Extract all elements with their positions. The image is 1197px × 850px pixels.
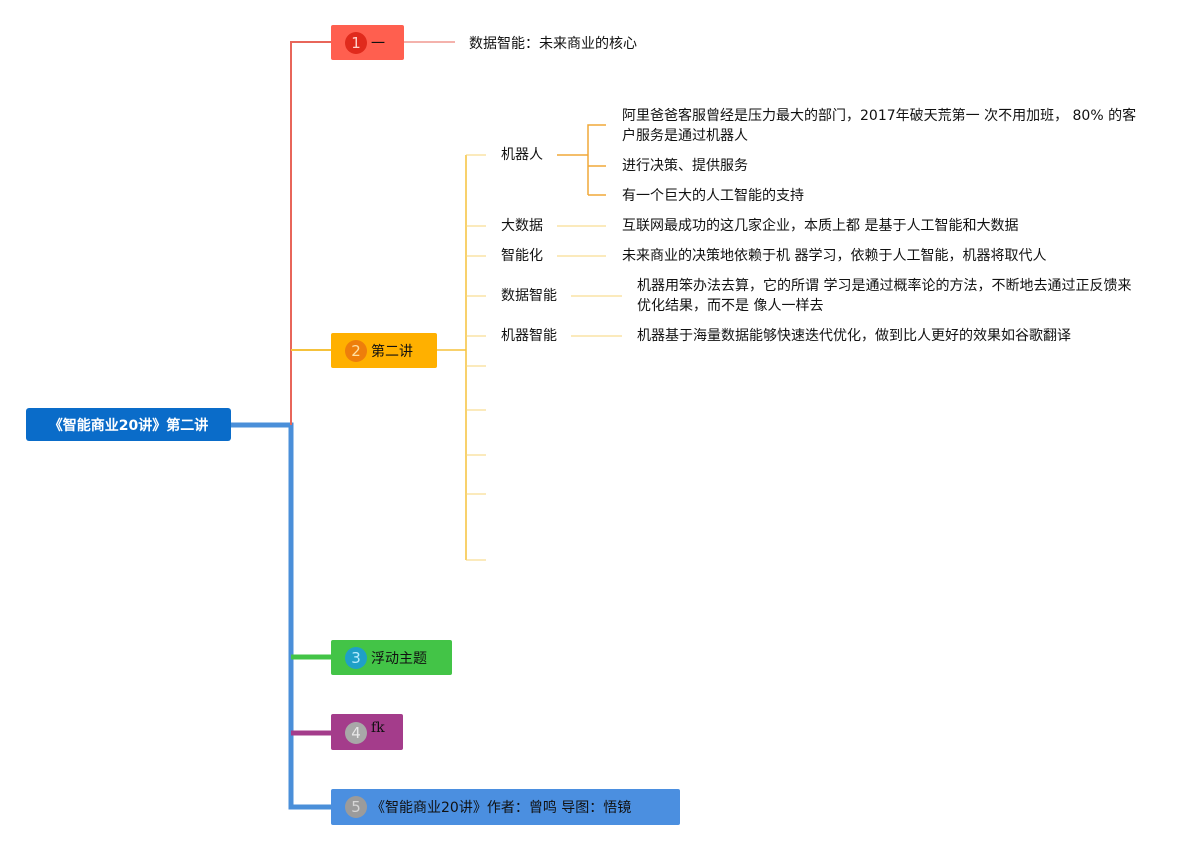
branch-3[interactable]: 3 浮动主题 <box>331 640 452 675</box>
topic-machine-intelligence-detail: 机器基于海量数据能够快速迭代优化，做到比人更好的效果如谷歌翻译 <box>637 328 1071 344</box>
topic-robot[interactable]: 机器人 <box>501 147 543 163</box>
branch-4-label: fk <box>371 720 385 736</box>
connector-root-trunk <box>231 422 331 810</box>
branch-5[interactable]: 5 《智能商业20讲》作者：曾鸣 导图：悟镜 <box>331 789 680 825</box>
topic-robot-detail-2: 进行决策、提供服务 <box>622 158 748 174</box>
branch-3-label: 浮动主题 <box>371 650 427 667</box>
connector-robot <box>557 124 606 196</box>
branch-4-number-badge: 4 <box>345 722 367 744</box>
connector-branch2-spine <box>437 155 467 560</box>
topic-intelligentization[interactable]: 智能化 <box>501 248 543 264</box>
branch-4[interactable]: 4 fk <box>331 714 403 750</box>
branch-5-label: 《智能商业20讲》作者：曾鸣 导图：悟镜 <box>371 800 632 816</box>
topic-machine-intelligence[interactable]: 机器智能 <box>501 328 557 344</box>
topic-robot-detail-1: 阿里爸爸客服曾经是压力最大的部门，2017年破天荒第一 次不用加班， 80% 的… <box>622 108 1137 144</box>
branch-1[interactable]: 1 一 <box>331 25 404 60</box>
branch-2[interactable]: 2 第二讲 <box>331 333 437 368</box>
branch-3-number-badge: 3 <box>345 646 367 669</box>
root-topic[interactable]: 《智能商业20讲》第二讲 <box>26 408 231 441</box>
topic-robot-detail-3: 有一个巨大的人工智能的支持 <box>622 188 804 204</box>
connector-branch2-ticks <box>466 154 486 561</box>
connector-branch1 <box>290 41 331 425</box>
topic-big-data-detail: 互联网最成功的这几家企业，本质上都 是基于人工智能和大数据 <box>622 218 1019 234</box>
topic-intelligentization-detail: 未来商业的决策地依赖于机 器学习，依赖于人工智能，机器将取代人 <box>622 248 1047 264</box>
branch-2-label: 第二讲 <box>371 343 413 360</box>
branch-1-label: 一 <box>371 35 385 52</box>
branch-5-number-badge: 5 <box>345 796 367 818</box>
branch-1-detail: 数据智能：未来商业的核心 <box>469 36 637 52</box>
topic-data-intelligence-detail: 机器用笨办法去算，它的所谓 学习是通过概率论的方法，不断地去通过正反馈来优化结果… <box>637 278 1132 314</box>
branch-2-number-badge: 2 <box>345 339 367 362</box>
topic-big-data[interactable]: 大数据 <box>501 218 543 234</box>
root-topic-label: 《智能商业20讲》第二讲 <box>48 417 209 434</box>
topic-data-intelligence[interactable]: 数据智能 <box>501 288 557 304</box>
branch-1-number-badge: 1 <box>345 31 367 54</box>
